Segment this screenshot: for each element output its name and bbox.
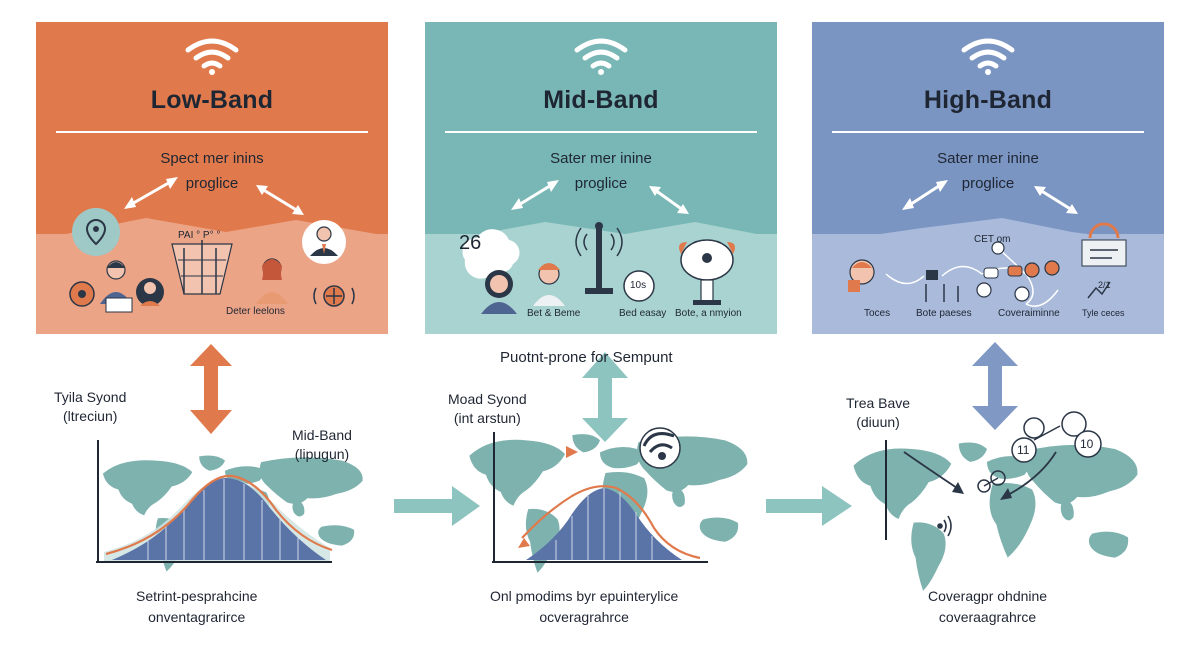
link-arrow bbox=[1005, 451, 1057, 497]
ground-caption: Bote paeses bbox=[916, 308, 972, 319]
antenna-icon bbox=[575, 222, 623, 294]
band-subtitle: Sater mer inine proglice bbox=[550, 150, 652, 192]
device-icon bbox=[926, 270, 938, 280]
node-label: 11 bbox=[1017, 443, 1030, 457]
flow-arrow-icon bbox=[766, 486, 852, 526]
smart-light-icon bbox=[679, 239, 735, 305]
user-avatar-icon bbox=[302, 220, 346, 264]
network-label: CET om bbox=[974, 234, 1011, 245]
double-arrow-icon bbox=[649, 186, 689, 214]
node-icon bbox=[991, 241, 1005, 255]
cloud-icon bbox=[462, 229, 520, 279]
node-icon bbox=[976, 282, 992, 298]
node-icon bbox=[1024, 262, 1040, 278]
double-arrow-icon bbox=[1034, 186, 1078, 214]
high-band-side-label: Trea Bave (diuun) bbox=[846, 395, 911, 430]
pointer-icon bbox=[566, 446, 578, 458]
high-band-coverage-map bbox=[853, 411, 1138, 591]
node-icon bbox=[1007, 265, 1023, 277]
low-band-caption: Setrint-pesprahcine onventagrarirce bbox=[136, 588, 258, 625]
band-subtitle: Sater mer inine proglice bbox=[937, 150, 1039, 192]
band-title: High-Band bbox=[923, 86, 1053, 114]
ground-caption: Coveraiminne bbox=[998, 308, 1060, 319]
band-subtitle: Spect mer inins proglice bbox=[160, 150, 264, 192]
router-icon bbox=[977, 470, 1006, 493]
trend-label: 2/1 bbox=[1098, 280, 1111, 290]
mid-band-card: Mid-Band Sater mer inine proglice bbox=[425, 22, 777, 334]
node-icon bbox=[1014, 286, 1030, 302]
low-band-side-label: Tyila Syond (ltreciun) bbox=[54, 389, 127, 424]
wifi-icon bbox=[961, 38, 1015, 75]
ground-caption: Bed easay bbox=[619, 308, 667, 319]
node-label: 10 bbox=[1080, 437, 1094, 451]
ground-caption: Bet & Beme bbox=[527, 308, 581, 319]
coverage-line bbox=[105, 474, 333, 556]
person-icon bbox=[481, 270, 517, 314]
gauge-icon bbox=[1088, 222, 1120, 239]
high-band-card: High-Band Sater mer inine proglice bbox=[812, 22, 1164, 334]
node-icon bbox=[1044, 260, 1060, 276]
title-divider bbox=[445, 131, 757, 133]
signal-icon bbox=[937, 515, 952, 537]
node-icon bbox=[983, 267, 999, 279]
wifi-icon bbox=[185, 38, 239, 75]
person-icon bbox=[533, 263, 565, 306]
trend-icon bbox=[1087, 281, 1111, 299]
high-band-double-arrow bbox=[972, 342, 1018, 430]
link-arrow bbox=[903, 451, 961, 491]
flow-arrow-icon bbox=[394, 486, 480, 526]
low-band-double-arrow bbox=[190, 344, 232, 434]
server-icon bbox=[1081, 239, 1127, 267]
wifi-icon bbox=[574, 38, 628, 75]
satellite-dish-icon bbox=[639, 427, 681, 469]
gear-icon bbox=[69, 281, 95, 307]
antenna-label: PAI ° P° ° bbox=[178, 230, 221, 241]
double-arrow-icon bbox=[511, 180, 559, 210]
band-title: Low-Band bbox=[150, 86, 274, 114]
low-band-card: Low-Band Spect mer inins proglice bbox=[36, 22, 388, 334]
double-arrow-icon bbox=[902, 180, 948, 210]
title-divider bbox=[832, 131, 1144, 133]
laptop-icon bbox=[105, 297, 133, 313]
person-icon bbox=[256, 258, 288, 304]
band-title: Mid-Band bbox=[543, 86, 659, 114]
high-band-caption: Coveragpr ohdnine coveraagrahrce bbox=[928, 588, 1048, 625]
ground-caption: Tyle ceces bbox=[1082, 308, 1125, 318]
mid-band-coverage-map bbox=[469, 427, 748, 573]
ground-caption: Deter leelons bbox=[226, 306, 285, 317]
double-arrow-icon bbox=[256, 185, 304, 215]
network-node-icon bbox=[1011, 411, 1102, 463]
signal-icon bbox=[313, 285, 355, 307]
coverage-line bbox=[521, 485, 701, 560]
clock-label: 10s bbox=[630, 280, 647, 291]
location-pin-icon bbox=[72, 208, 120, 256]
double-arrow-icon bbox=[124, 177, 178, 209]
low-band-coverage-map bbox=[96, 440, 363, 572]
antenna-tower-icon bbox=[171, 240, 233, 295]
ground-caption: Toces bbox=[864, 308, 891, 319]
count-bubble: 26 bbox=[459, 232, 482, 254]
ground-caption: Bote, a nmyion bbox=[675, 308, 742, 319]
mid-band-double-arrow bbox=[582, 352, 628, 442]
mid-band-caption: Onl pmodims byr epuinterylice ocveragrah… bbox=[490, 588, 679, 625]
world-map bbox=[853, 442, 1138, 591]
low-band-mid-label: Mid-Band (lipugun) bbox=[292, 427, 352, 462]
person-icon bbox=[136, 278, 164, 306]
clock-icon bbox=[623, 270, 655, 302]
title-divider bbox=[56, 131, 368, 133]
phone-icon bbox=[848, 280, 860, 292]
mid-band-top-label: Puotnt-prone for Sempunt bbox=[500, 349, 673, 366]
mid-band-side-label: Moad Syond (int arstun) bbox=[448, 391, 527, 426]
